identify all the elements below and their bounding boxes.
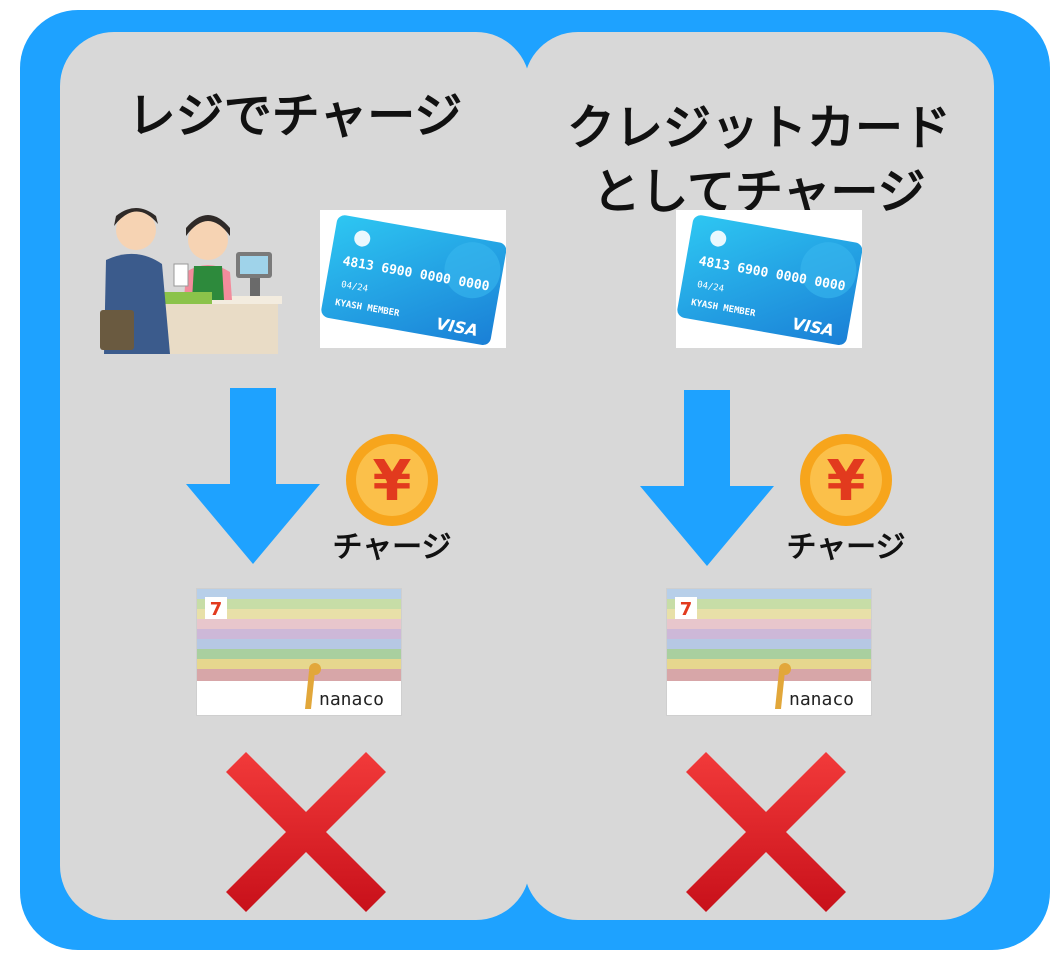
yen-coin-icon: ¥ [346, 434, 438, 526]
nanaco-logo-text: nanaco [789, 689, 855, 710]
nanaco-card-image: 7 nanaco [666, 588, 872, 716]
cross-icon [226, 752, 386, 912]
panel-title: レジでチャージ [127, 88, 463, 144]
panel-charge-at-register: レジでチャージ [60, 32, 530, 920]
svg-text:¥: ¥ [827, 449, 866, 514]
down-arrow-icon [186, 388, 320, 564]
yen-coin-icon: ¥ [800, 434, 892, 526]
credit-card-image: 4813 6900 0000 0000 04/24 KYASH MEMBER V… [676, 210, 862, 348]
panel-title-line1: クレジットカード [566, 100, 951, 156]
panel-charge-as-credit: クレジットカード としてチャージ [524, 32, 994, 920]
charge-label: チャージ [786, 530, 906, 565]
svg-text:¥: ¥ [373, 449, 412, 514]
nanaco-logo-text: nanaco [319, 689, 385, 710]
svg-text:7: 7 [210, 599, 223, 620]
cross-icon [686, 752, 846, 912]
nanaco-card-image: 7 nanaco [196, 588, 402, 716]
down-arrow-icon [640, 390, 774, 566]
charge-label: チャージ [332, 530, 452, 565]
cashier-illustration [100, 208, 282, 354]
credit-card-image: 4813 6900 0000 0000 04/24 KYASH MEMBER V… [320, 210, 506, 348]
svg-text:7: 7 [680, 599, 693, 620]
